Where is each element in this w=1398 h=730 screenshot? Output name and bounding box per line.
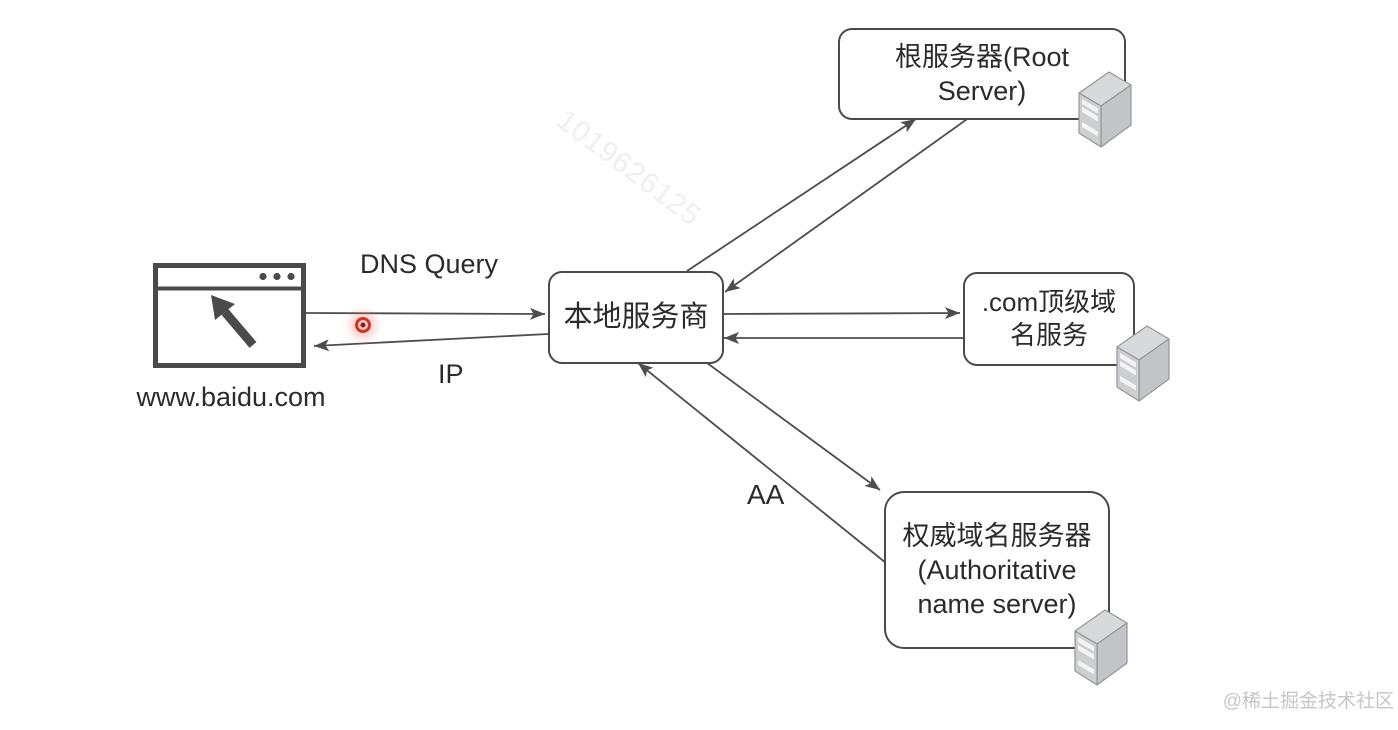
tld-server-label-line1: .com顶级域 [981,287,1117,318]
aa-label: AA [747,479,785,510]
auth-server-label-line1: 权威域名服务器 [902,520,1092,551]
arrow-to-auth-server [702,359,881,491]
watermark: 1019626125 [550,104,707,233]
arrow-from-root-server [724,116,971,293]
root-server-label-line2: Server) [937,76,1027,106]
dns-query-label: DNS Query [360,249,499,279]
arrow-to-root-server [686,118,917,272]
root-server-label-line1: 根服务器(Root [894,41,1070,72]
auth-server-label-line2: (Authoritative [917,554,1077,585]
browser-window-icon [153,263,306,368]
arrow-ip-return [313,333,549,352]
arrow-dns-query [305,307,546,320]
window-dot-icon [287,272,295,281]
window-dot-icon [259,272,267,281]
browser-url-label: www.baidu.com [136,382,326,412]
window-dot-icon [273,272,281,281]
arrow-to-tld-server [719,307,961,320]
cursor-arrow-icon [211,295,257,348]
tld-server-node: .com顶级域 名服务 [963,272,1135,366]
local-dns-node: 本地服务商 [548,271,724,364]
authoritative-server-node: 权威域名服务器 (Authoritative name server) [884,491,1110,649]
red-pointer-dot [355,317,371,333]
community-credit: @稀土掘金技术社区 [1222,691,1394,712]
local-dns-label: 本地服务商 [563,301,709,334]
auth-server-label-line3: name server) [917,589,1077,619]
tld-server-label-line2: 名服务 [1009,320,1088,350]
ip-label: IP [438,359,464,389]
root-server-node: 根服务器(Root Server) [838,28,1126,120]
arrow-from-auth-server [637,362,887,564]
